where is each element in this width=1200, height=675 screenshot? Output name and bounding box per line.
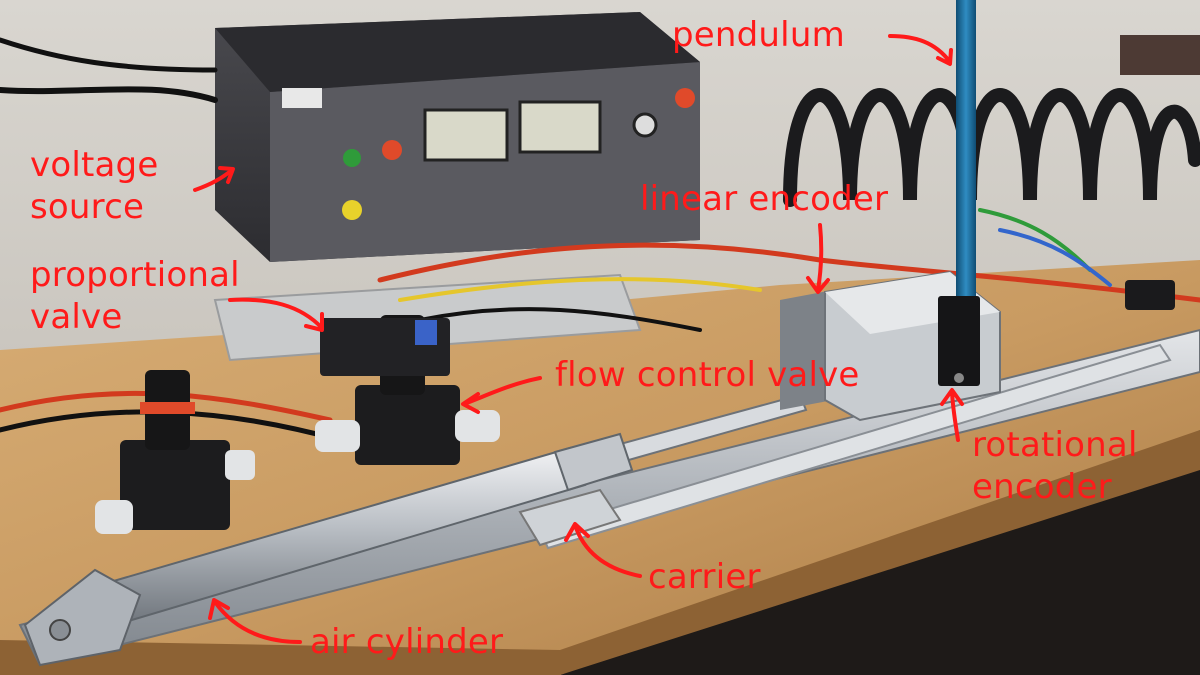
flow-control-valve-left	[95, 370, 255, 534]
rail-end-stop	[1125, 280, 1175, 310]
label-carrier: carrier	[648, 557, 761, 597]
cylinder-mount	[23, 568, 142, 667]
label-proportional-valve-line1: proportional	[30, 255, 240, 295]
label-voltage-source-line1: voltage	[30, 145, 159, 185]
linear-rail	[18, 328, 1200, 667]
label-flow-control-valve: flow control valve	[555, 355, 860, 395]
label-proportional-valve-line2: valve	[30, 297, 123, 337]
label-voltage-source-line2: source	[30, 187, 145, 227]
coiled-hose	[783, 88, 1200, 207]
label-rotational-encoder-line1: rotational	[972, 425, 1138, 465]
power-supply-box	[215, 12, 700, 262]
label-rotational-encoder-line2: encoder	[972, 467, 1112, 507]
rotational-encoder-housing	[938, 296, 980, 386]
label-pendulum: pendulum	[672, 15, 845, 55]
corner-tray	[1120, 35, 1200, 75]
cylinder-end-cap	[553, 432, 634, 492]
proportional-valve-body	[320, 318, 450, 376]
label-linear-encoder: linear encoder	[640, 179, 889, 219]
label-air-cylinder: air cylinder	[310, 622, 504, 662]
carrier-block	[518, 488, 622, 547]
pendulum-rod	[956, 0, 976, 300]
